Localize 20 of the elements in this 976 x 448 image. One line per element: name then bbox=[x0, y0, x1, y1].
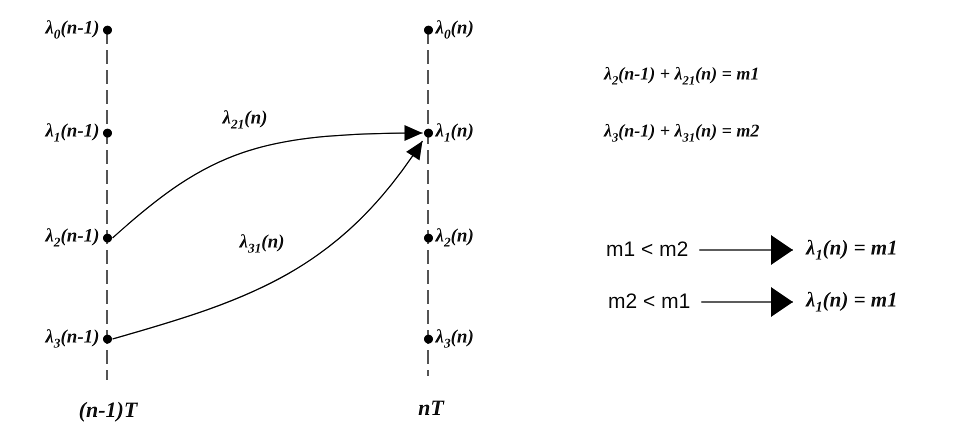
arrow bbox=[699, 235, 793, 265]
state-label: λ$_{3}$(n-1) bbox=[45, 326, 100, 352]
equation: λ$_{2}$(n-1) + λ$_{21}$(n) = m1 bbox=[604, 64, 760, 88]
condition-text: m1 < m2 bbox=[606, 238, 688, 262]
state-label: λ$_{1}$(n) bbox=[436, 120, 474, 146]
time-label: (n-1)T bbox=[78, 397, 138, 423]
state-label: λ$_{2}$(n-1) bbox=[45, 226, 100, 250]
result-text: λ$_{1}$(n) = m1 bbox=[806, 235, 898, 265]
arrow bbox=[701, 287, 793, 317]
state-label: λ$_{3}$(n) bbox=[436, 326, 474, 352]
arrow bbox=[112, 140, 424, 340]
arrow bbox=[112, 125, 422, 238]
state-label: λ$_{1}$(n-1) bbox=[45, 120, 100, 146]
result-text: λ$_{1}$(n) = m1 bbox=[806, 287, 898, 317]
state-label: λ$_{2}$(n) bbox=[436, 226, 474, 250]
state-label: λ$_{0}$(n-1) bbox=[45, 18, 100, 42]
condition-text: m2 < m1 bbox=[608, 290, 690, 314]
state-label: λ$_{0}$(n) bbox=[436, 18, 474, 42]
equation: λ$_{3}$(n-1) + λ$_{31}$(n) = m2 bbox=[604, 120, 760, 146]
time-label: nT bbox=[418, 395, 444, 421]
